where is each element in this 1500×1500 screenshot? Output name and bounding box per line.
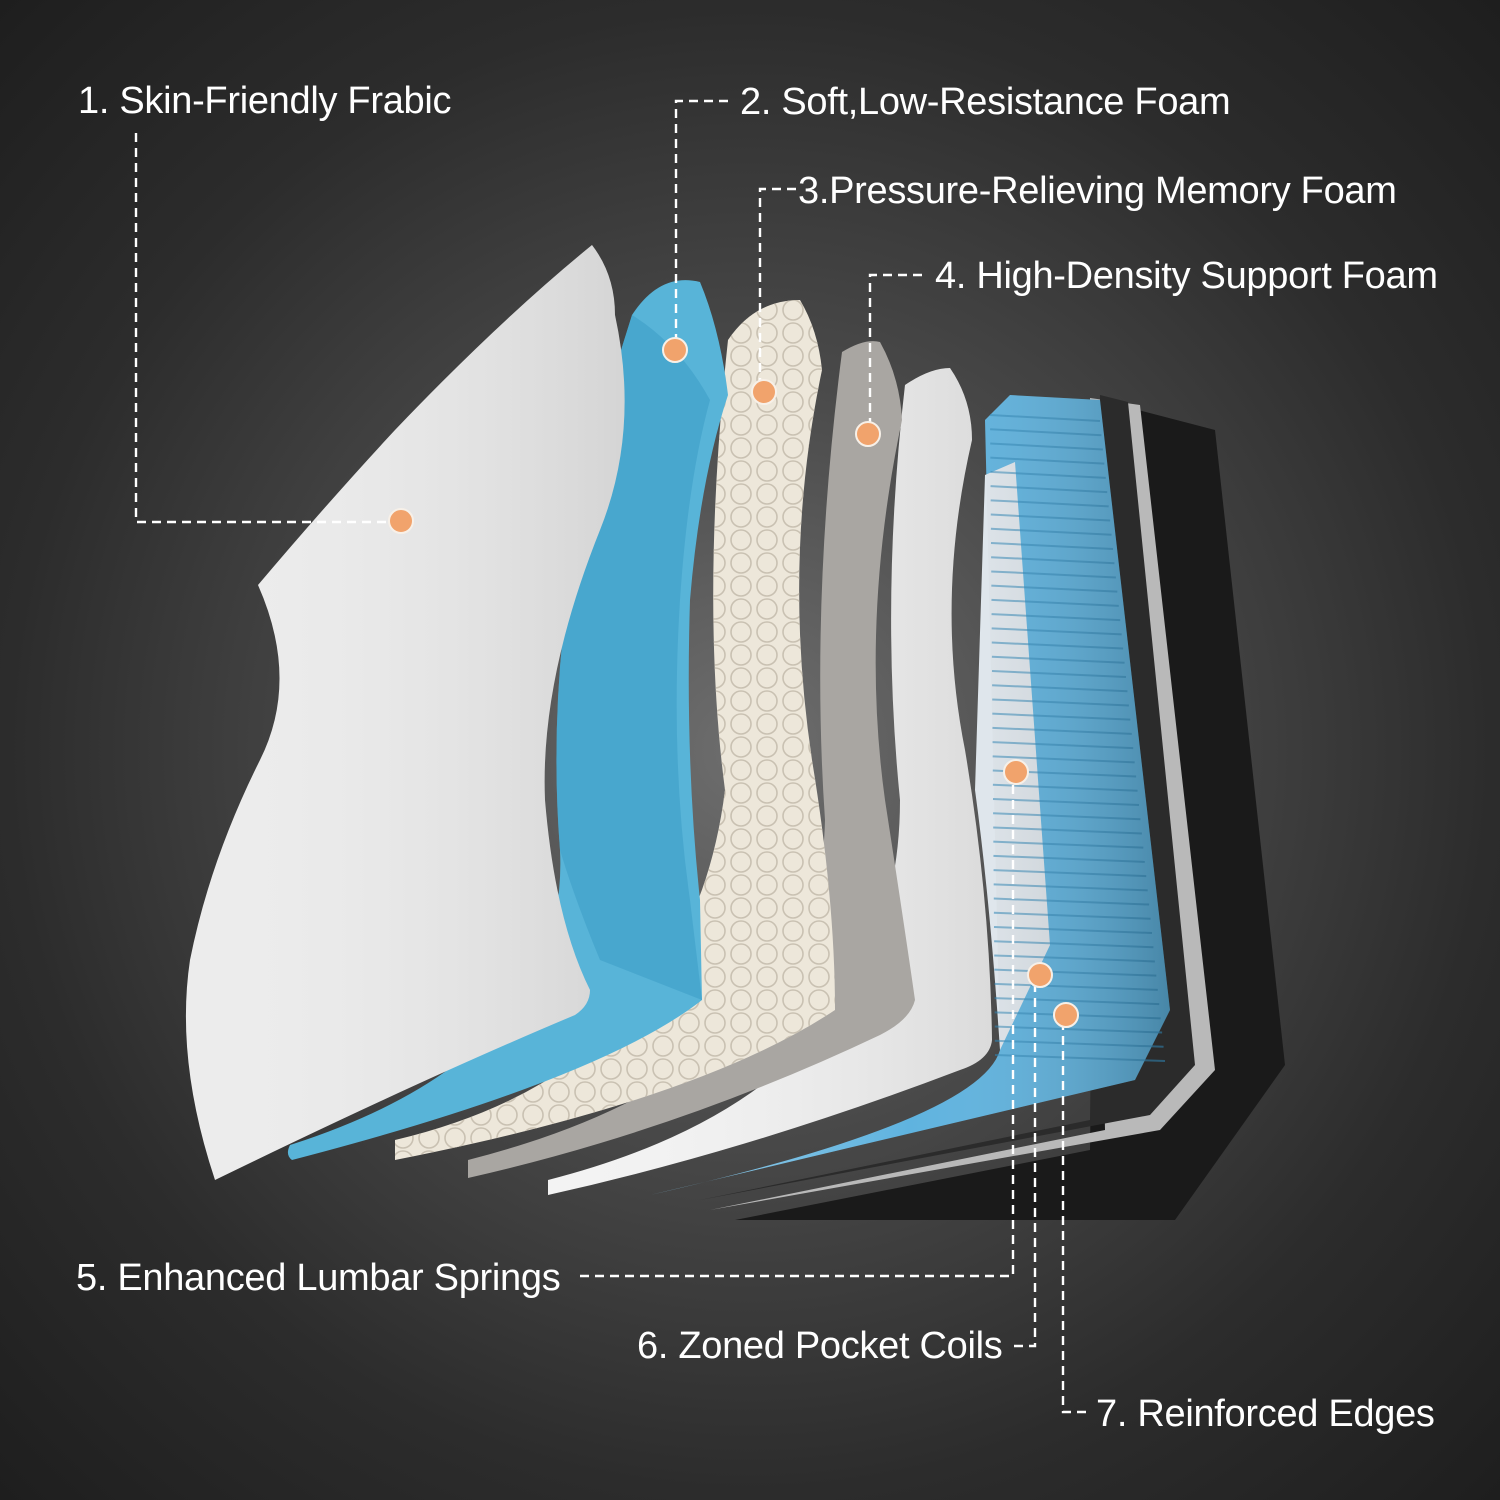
leader-line-7 xyxy=(1061,1018,1086,1414)
callout-label-1: 1. Skin-Friendly Frabic xyxy=(78,80,452,122)
marker-2 xyxy=(662,337,688,363)
callout-label-7: 7. Reinforced Edges xyxy=(1096,1393,1435,1435)
marker-4 xyxy=(855,421,881,447)
pocket-coil-block xyxy=(650,395,1170,1195)
marker-1 xyxy=(388,508,414,534)
marker-7 xyxy=(1053,1002,1079,1028)
leader-lines xyxy=(134,99,1086,1414)
leader-line-2 xyxy=(674,99,728,348)
memory-foam-texture xyxy=(395,300,835,1160)
leader-line-3 xyxy=(758,187,796,390)
marker-3 xyxy=(751,379,777,405)
marker-6 xyxy=(1027,962,1053,988)
leader-line-6 xyxy=(1014,980,1037,1348)
leader-line-1 xyxy=(134,133,398,524)
markers xyxy=(388,337,1079,1028)
fabric-shade xyxy=(185,245,625,1180)
callout-label-3: 3.Pressure-Relieving Memory Foam xyxy=(798,170,1397,212)
callout-label-2: 2. Soft,Low-Resistance Foam xyxy=(740,81,1231,123)
leader-line-4 xyxy=(868,273,922,432)
callout-label-5: 5. Enhanced Lumbar Springs xyxy=(76,1257,561,1299)
coil-block-shade xyxy=(650,395,1170,1195)
memory-foam-layer xyxy=(395,300,835,1160)
leader-line-5 xyxy=(580,775,1015,1278)
marker-5 xyxy=(1003,759,1029,785)
callout-label-4: 4. High-Density Support Foam xyxy=(935,255,1438,297)
callout-label-6: 6. Zoned Pocket Coils xyxy=(637,1325,1003,1367)
